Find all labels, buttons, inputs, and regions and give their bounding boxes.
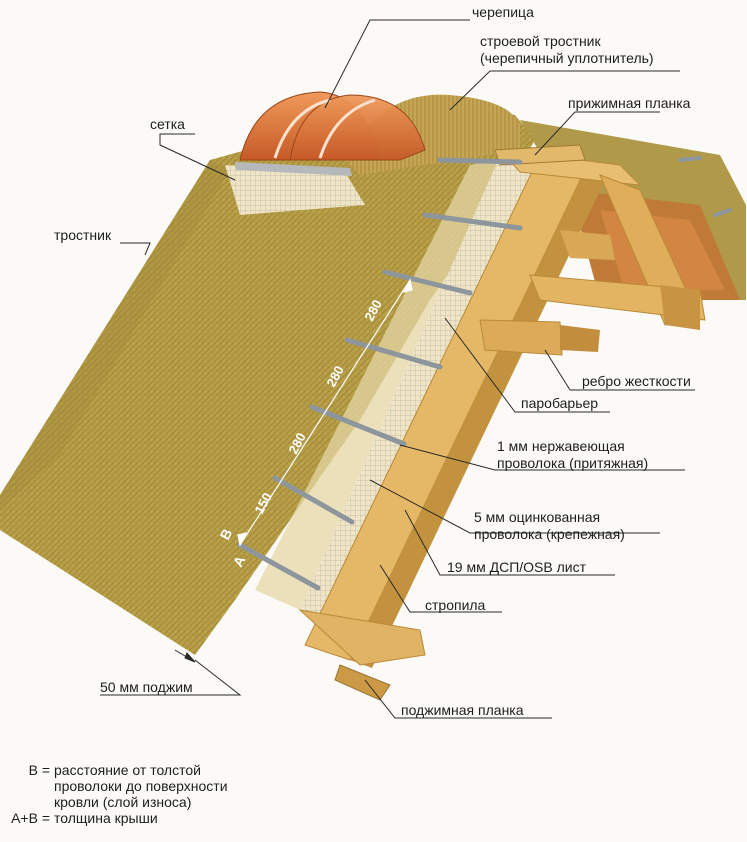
legend-row-b: B = расстояние от толстой проволоки до п…: [0, 762, 228, 810]
label-wire1: 1 мм нержавеющая проволока (притяжная): [497, 438, 648, 472]
label-ridge-reed-line1: строевой тростник: [480, 33, 601, 49]
label-trostnik: тростник: [54, 227, 112, 243]
label-podzhim-50: 50 мм поджим: [100, 679, 193, 695]
label-parobarier: паробарьер: [521, 395, 599, 411]
label-ridge-reed-line2: (черепичный уплотнитель): [480, 50, 654, 66]
legend-text-b: расстояние от толстой проволоки до повер…: [54, 762, 228, 810]
label-cherepitsa: черепица: [472, 4, 534, 20]
label-wire5: 5 мм оцинкованная проволока (крепежная): [474, 509, 625, 543]
legend-key-ab: A+B =: [11, 810, 50, 826]
mesh-setka: [225, 165, 365, 215]
label-wire5-line2: проволока (крепежная): [474, 526, 625, 542]
legend-key-b: B =: [28, 762, 50, 778]
leader-lines: [100, 19, 695, 719]
label-setka: сетка: [150, 116, 185, 132]
label-ridge-reed: строевой тростник (черепичный уплотнител…: [480, 33, 654, 67]
legend-text-ab: толщина крыши: [54, 810, 158, 826]
label-rebro: ребро жесткости: [582, 373, 691, 389]
label-stropila: стропила: [425, 597, 486, 613]
wires: [237, 156, 732, 591]
dimension-line: [237, 278, 413, 547]
legend-row-ab: A+B = толщина крыши: [0, 810, 228, 826]
label-podzhimnaya: поджимная планка: [401, 702, 524, 718]
thatch-layer: [0, 115, 535, 655]
label-wire1-line1: 1 мм нержавеющая: [497, 438, 625, 454]
legend: B = расстояние от толстой проволоки до п…: [0, 762, 228, 826]
label-hold-down-bar: прижимная планка: [568, 95, 691, 111]
podzhim-arrows: [174, 649, 196, 663]
label-wire5-line1: 5 мм оцинкованная: [474, 509, 601, 525]
label-osb: 19 мм ДСП/OSB лист: [447, 559, 587, 575]
ridge-tile: [235, 91, 426, 176]
label-wire1-line2: проволока (притяжная): [497, 455, 649, 471]
